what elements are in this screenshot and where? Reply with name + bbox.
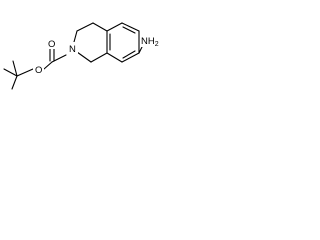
carbonyl-oxygen-label-bg [46,37,57,49]
bond-c1-to-c8a [90,52,108,63]
amine-nitrogen-label: N [141,36,148,47]
bond-c5-to-c6 [121,22,140,32]
ring-nitrogen-label-bg [67,42,78,54]
ester-oxygen-label: O [35,65,42,76]
bond-nitrogen-to-c3 [73,30,78,43]
ester-oxygen-label-bg [33,63,44,75]
bond-c4-to-c4a [92,22,108,32]
bond-ester-oxygen-to-carbonyl [43,61,53,70]
bond-c8-to-c8a [106,52,123,63]
amine-hydrogen-label: H [148,36,155,47]
amine-label: NH2 [141,36,159,48]
bond-c4a-to-c5 [106,22,123,32]
carbonyl-oxygen-label: O [48,39,55,50]
bond-tbutyl-to-ester-oxygen [16,68,34,77]
bond-tbutyl-methyl-2 [12,60,18,77]
ring-nitrogen-label: N [69,44,76,55]
amine-hydrogen-count: 2 [155,41,159,48]
atom-labels: O O N NH2 [33,34,159,76]
amine-label-bg [140,34,159,47]
bonds [3,22,144,90]
bond-aromatic-inner-3 [122,50,136,59]
chemical-structure-diagram: O O N NH2 [3,22,159,90]
bond-tbutyl-methyl-3 [11,75,18,90]
bond-tbutyl-methyl-1 [3,68,18,77]
bond-aromatic-inner-2 [122,26,136,34]
bond-carbonyl-to-ring-nitrogen [51,54,67,63]
bond-c7-to-c8 [121,52,140,63]
bond-nitrogen-to-c1 [76,51,92,63]
bond-c3-to-c4 [76,22,94,32]
